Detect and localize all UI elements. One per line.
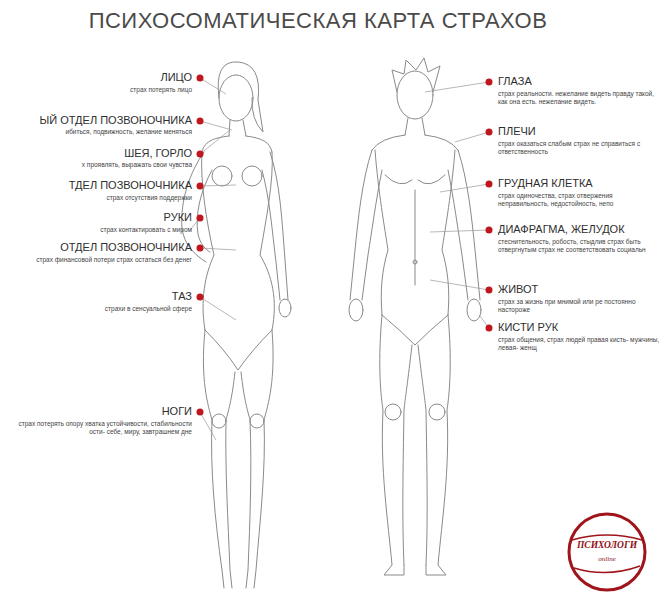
fear-description: страх одиночества, страх отвержения непр… xyxy=(498,192,663,208)
body-part-heading: ПЛЕЧИ xyxy=(498,125,663,138)
body-part-heading: ТАЗ xyxy=(2,290,192,303)
body-part-heading: ЫЙ ОТДЕЛ ПОЗВОНОЧНИКА xyxy=(2,114,192,127)
body-part-heading: ГРУДНАЯ КЛЕТКА xyxy=(498,177,663,190)
body-part-heading: ДИАФРАГМА, ЖЕЛУДОК xyxy=(498,223,663,236)
body-part-heading: ЛИЦО xyxy=(2,71,192,84)
fear-description: страх за жизнь при мнимой или ре постоян… xyxy=(498,298,663,314)
body-part-heading: ОТДЕЛ ПОЗВОНОЧНИКА xyxy=(2,241,192,254)
fear-description: х проявлять, выражать свои чувства xyxy=(2,161,192,169)
body-part-heading: НОГИ xyxy=(2,405,192,418)
fear-description: страх финансовой потери страх остаться б… xyxy=(2,256,192,264)
fear-description: страх реальности. нежелание видеть правд… xyxy=(498,90,663,106)
fear-description: страх общения, страх людей правая кисть-… xyxy=(498,336,663,352)
fear-description: страх потерять лицо xyxy=(2,86,192,94)
body-part-heading: ШЕЯ, ГОРЛО xyxy=(2,147,192,160)
body-part-heading: ГЛАЗА xyxy=(498,75,663,88)
fear-description: страхи в сенсуальной сфере xyxy=(2,305,192,313)
fear-description: страх контактировать с миром xyxy=(2,226,192,234)
fear-description: ибиться, подвижность, желание меняться xyxy=(2,128,192,136)
watermark-text: online xyxy=(567,555,647,563)
watermark-text: ПСИХОЛОГИ xyxy=(567,540,647,550)
diagram-title: ПСИХОСОМАТИЧЕСКАЯ КАРТА СТРАХОВ xyxy=(0,8,636,34)
fear-description: страх оказаться слабым страх не справить… xyxy=(498,140,663,156)
body-part-heading: РУКИ xyxy=(2,211,192,224)
fear-description: стеснительность, робость, стыдлив страх … xyxy=(498,238,663,254)
fear-description: страх отсутствия поддержки xyxy=(2,194,192,202)
body-part-heading: КИСТИ РУК xyxy=(498,321,663,334)
body-part-heading: ТДЕЛ ПОЗВОНОЧНИКА xyxy=(2,179,192,192)
fear-description: страх потерять опору хватка устойчивости… xyxy=(2,420,192,436)
body-part-heading: ЖИВОТ xyxy=(498,283,663,296)
